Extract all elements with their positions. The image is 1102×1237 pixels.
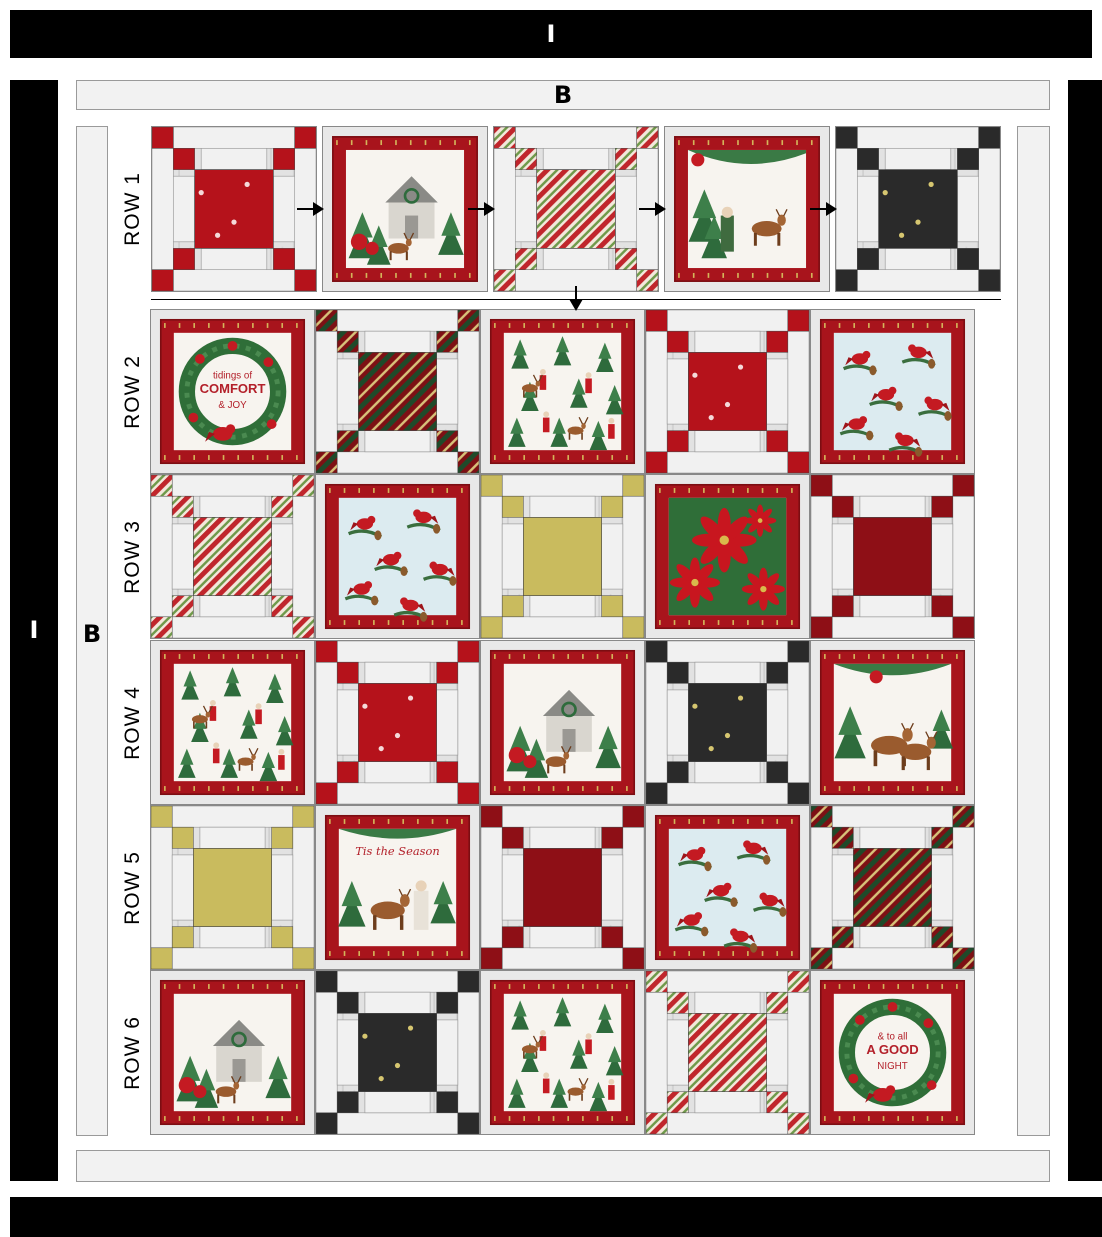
panel-block-tis-the-season: Tis the Season	[315, 805, 480, 970]
panel-block-trees	[480, 309, 645, 474]
outer-border-bottom	[10, 1197, 1102, 1237]
checker-block-stripe	[493, 126, 659, 292]
checker-block-stripe	[150, 474, 315, 639]
row-label: ROW 3	[121, 520, 145, 594]
panel-block-merry-and-bright	[664, 126, 830, 292]
sewing-order-arrow-right	[639, 199, 667, 219]
checker-block-gold	[150, 805, 315, 970]
panel-caption: Tis the Season	[355, 844, 439, 858]
outer-border-right	[1068, 80, 1102, 1181]
checker-block-black-print	[315, 970, 480, 1135]
panel-caption: COMFORT	[200, 381, 266, 396]
checker-block-dark-red	[810, 474, 975, 639]
outer-border-top-label: I	[10, 10, 1092, 58]
inner-border-bottom	[76, 1150, 1050, 1182]
panel-block-deer	[810, 640, 975, 805]
sewing-order-arrow-right	[810, 199, 838, 219]
panel-block-cardinals	[810, 309, 975, 474]
checker-block-plaid	[315, 309, 480, 474]
row-label: ROW 6	[121, 1016, 145, 1090]
checker-block-plaid	[810, 805, 975, 970]
row-label: ROW 1	[121, 172, 145, 246]
panel-block-barn	[322, 126, 488, 292]
panel-block-cardinals	[645, 805, 810, 970]
panel-block-barn	[480, 640, 645, 805]
sewing-order-arrow-right	[468, 199, 496, 219]
panel-caption: & to all	[878, 1031, 908, 1042]
panel-block-trees	[150, 640, 315, 805]
sewing-order-arrow-down	[566, 286, 586, 312]
panel-block-barn	[150, 970, 315, 1135]
panel-caption: & JOY	[218, 400, 247, 411]
checker-block-dark-red	[480, 805, 645, 970]
panel-block-poinsettia	[645, 474, 810, 639]
row-label: ROW 4	[121, 686, 145, 760]
panel-caption: A GOOD	[866, 1042, 918, 1057]
inner-border-right	[1017, 126, 1050, 1136]
checker-block-black-print	[645, 640, 810, 805]
inner-border-top-label: B	[76, 83, 1050, 107]
inner-border-left-label: B	[76, 622, 108, 646]
sewing-order-arrow-right	[297, 199, 325, 219]
checker-block-gold	[480, 474, 645, 639]
row-label: ROW 5	[121, 851, 145, 925]
checker-block-stripe	[645, 970, 810, 1135]
checker-block-red-print	[645, 309, 810, 474]
outer-border-left-label: I	[10, 610, 58, 650]
checker-block-black-print	[835, 126, 1001, 292]
row-label: ROW 2	[121, 355, 145, 429]
panel-caption: NIGHT	[877, 1061, 907, 1072]
checker-block-red-print	[315, 640, 480, 805]
panel-caption: tidings of	[213, 370, 252, 381]
checker-block-red-print	[151, 126, 317, 292]
panel-block-trees	[480, 970, 645, 1135]
panel-block-cardinals	[315, 474, 480, 639]
